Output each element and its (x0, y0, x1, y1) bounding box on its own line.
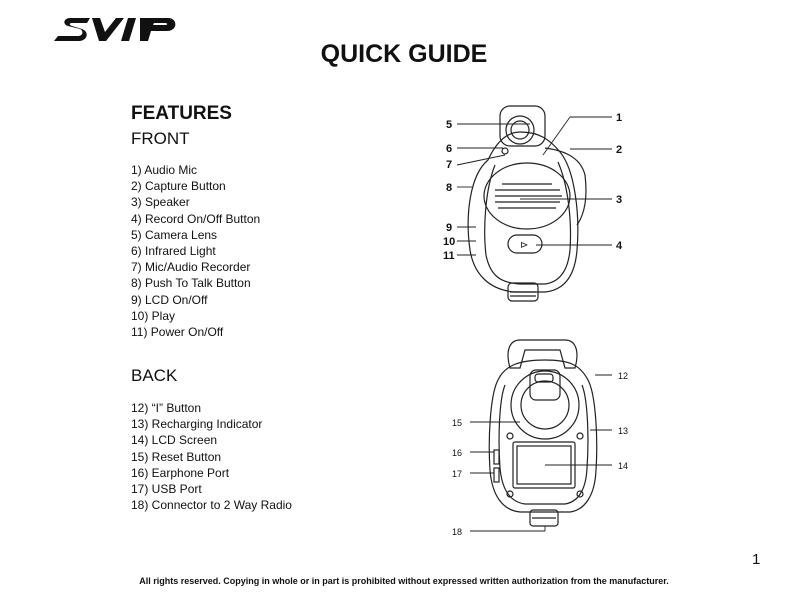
back-view-illustration (488, 339, 598, 527)
list-item: 2) Capture Button (131, 179, 226, 194)
callout-label: 12 (618, 371, 628, 381)
list-item: 5) Camera Lens (131, 227, 218, 242)
callout-label: 18 (452, 527, 462, 537)
front-feature-list: 1) Audio Mic 2) Capture Button 3) Speake… (131, 162, 260, 340)
callout-label: 4 (616, 240, 623, 252)
front-view-illustration: ⊳ (467, 105, 587, 302)
list-item: 7) Mic/Audio Recorder (131, 260, 251, 275)
callout-label: 3 (616, 194, 622, 206)
callout-label: 6 (446, 143, 452, 155)
list-item: 4) Record On/Off Button (131, 211, 261, 226)
footer-notice: All rights reserved. Copying in whole or… (139, 576, 669, 586)
list-item: 18) Connector to 2 Way Radio (131, 498, 292, 513)
page-number: 1 (752, 551, 761, 568)
list-item: 3) Speaker (131, 195, 190, 210)
list-item: 10) Play (131, 308, 176, 323)
callout-label: 15 (452, 418, 462, 428)
callout-label: 16 (452, 448, 462, 458)
callout-label: 5 (446, 119, 452, 131)
list-item: 12) “I” Button (131, 401, 202, 415)
device-diagram: ⊳ (443, 105, 628, 537)
callout-label: 1 (616, 112, 622, 124)
list-item: 1) Audio Mic (131, 163, 198, 177)
front-heading: FRONT (131, 129, 190, 148)
features-heading: FEATURES (131, 103, 232, 124)
list-item: 8) Push To Talk Button (131, 276, 251, 291)
callout-label: 17 (452, 469, 462, 479)
list-item: 11) Power On/Off (131, 325, 224, 340)
list-item: 17) USB Port (131, 482, 202, 497)
list-item: 14) LCD Screen (131, 433, 218, 448)
list-item: 9) LCD On/Off (131, 292, 208, 307)
list-item: 16) Earphone Port (131, 465, 230, 480)
svg-text:⊳: ⊳ (520, 240, 528, 251)
page-title: QUICK GUIDE (320, 40, 488, 68)
callout-label: 11 (443, 250, 455, 262)
back-feature-list: 12) “I” Button 13) Recharging Indicator … (131, 400, 292, 513)
callout-label: 8 (446, 182, 452, 194)
back-heading: BACK (131, 366, 178, 385)
callout-label: 7 (446, 159, 452, 171)
list-item: 15) Reset Button (131, 449, 222, 464)
callout-label: 14 (618, 461, 628, 471)
list-item: 6) Infrared Light (131, 244, 216, 259)
callout-lines (456, 116, 612, 532)
svip-logo (54, 18, 176, 41)
callout-label: 10 (443, 236, 455, 248)
list-item: 13) Recharging Indicator (131, 417, 263, 432)
callout-label: 13 (618, 426, 628, 436)
callout-label: 9 (446, 222, 452, 234)
callout-label: 2 (616, 144, 622, 156)
